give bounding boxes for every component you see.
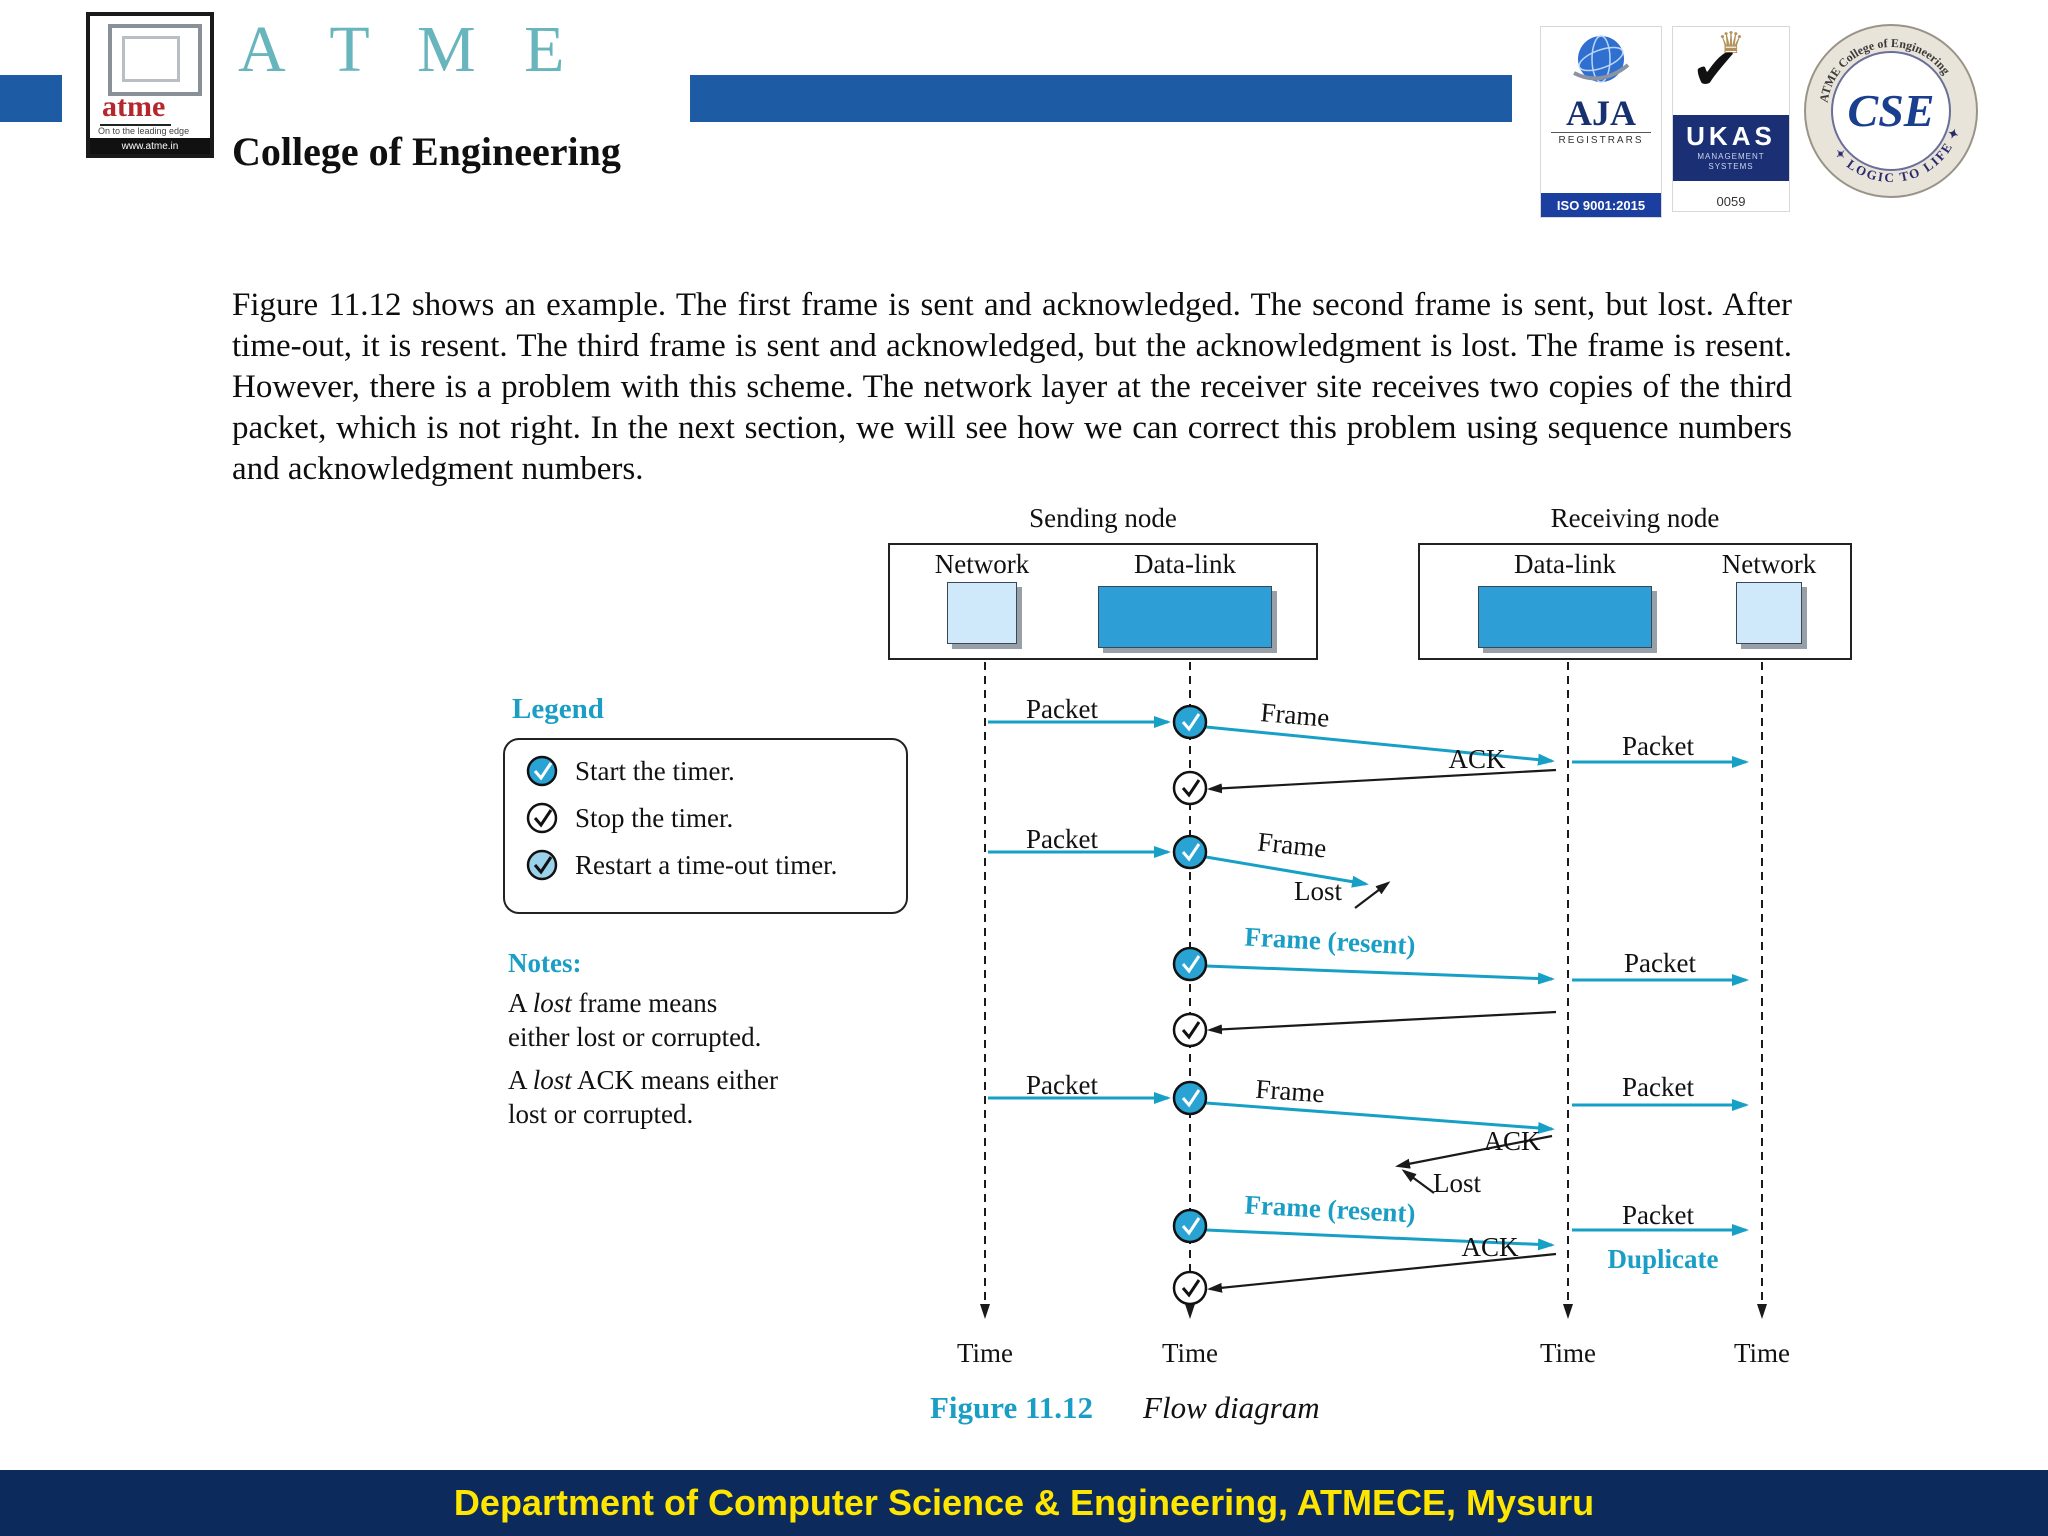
atme-logo-inner-square-icon [122, 36, 180, 82]
recv-network-layer-box [1736, 582, 1802, 644]
timer-stop-icon [1172, 1270, 1208, 1306]
legend-item: Stop the timer. [525, 801, 906, 835]
ukas-subtitle-2: SYSTEMS [1708, 162, 1754, 171]
atme-logo-tagline: On to the leading edge [98, 126, 190, 136]
footer-bar: Department of Computer Science & Enginee… [0, 1470, 2048, 1536]
timer-restart-icon [526, 849, 558, 881]
recv-datalink-layer-box [1478, 586, 1652, 648]
ukas-name: UKAS [1686, 121, 1776, 151]
recv-network-label: Network [1721, 549, 1817, 579]
timer-stop-icon [1172, 1012, 1208, 1048]
figure-title: Flow diagram [1143, 1390, 1320, 1425]
timer-restart-icon [1172, 1208, 1208, 1244]
packet-label: Packet [1026, 824, 1098, 854]
time-label: Time [1733, 1338, 1791, 1368]
timer-start-icon [1172, 1080, 1208, 1116]
ack-arrow [1207, 1010, 1557, 1035]
frame-resent-arrow [1205, 964, 1555, 985]
legend-title: Legend [512, 693, 604, 725]
ack-label: ACK [1461, 1232, 1519, 1262]
college-name: College of Engineering [232, 129, 621, 174]
duplicate-label: Duplicate [1607, 1244, 1719, 1274]
packet-label: Packet [1622, 731, 1694, 761]
legend-item-label: Restart a time-out timer. [575, 849, 838, 880]
aja-name: AJA [1566, 93, 1636, 133]
send-network-layer-box [947, 582, 1017, 644]
timer-stop-icon [526, 802, 558, 834]
aja-subtitle: REGISTRARS [1551, 132, 1651, 146]
frame-label: Frame [1256, 826, 1328, 864]
time-label: Time [1539, 1338, 1597, 1368]
lost-marker-icon [1401, 1169, 1435, 1194]
footer-text: Department of Computer Science & Enginee… [453, 1482, 1595, 1523]
figure-caption: Figure 11.12 Flow diagram [930, 1390, 1320, 1426]
packet-label: Packet [1624, 948, 1696, 978]
notes-block: Notes: A lost frame means either lost or… [508, 946, 778, 1131]
body-paragraph: Figure 11.12 shows an example. The first… [232, 287, 1792, 487]
send-datalink-layer-box [1098, 586, 1272, 648]
packet-label: Packet [1026, 694, 1098, 724]
timer-start-icon [526, 755, 558, 787]
legend-item: Restart a time-out timer. [525, 848, 906, 882]
ukas-navy-block: UKAS MANAGEMENT SYSTEMS [1673, 115, 1789, 181]
ukas-code: 0059 [1716, 194, 1746, 209]
timer-start-icon [1172, 834, 1208, 870]
notes-line: either lost or corrupted. [508, 1022, 762, 1052]
frame-label: Frame [1259, 697, 1331, 733]
sending-node-box [888, 543, 1318, 660]
ack-label: ACK [1448, 744, 1506, 774]
receiving-node-label: Receiving node [1550, 503, 1720, 533]
frame-resent-label: Frame (resent) [1243, 1189, 1417, 1229]
checkmark-icon: ✔ [1691, 37, 1740, 102]
ukas-subtitle-1: MANAGEMENT [1697, 152, 1765, 161]
notes-line: A lost frame means [508, 988, 718, 1018]
cse-round-logo: ATME College of Engineering ✦ LOGIC TO L… [1804, 24, 1978, 198]
frame-label: Frame [1254, 1073, 1326, 1109]
aja-iso-strip: ISO 9001:2015 [1541, 193, 1661, 217]
packet-label: Packet [1622, 1200, 1694, 1230]
time-label: Time [956, 1338, 1014, 1368]
lost-marker-icon [1354, 881, 1391, 909]
packet-frame-arrows [988, 716, 1749, 1251]
notes-title: Notes: [508, 948, 582, 978]
ack-label: ACK [1483, 1126, 1541, 1156]
figure-number: Figure 11.12 [930, 1390, 1094, 1425]
crown-icon: ♛ [1717, 27, 1745, 60]
ukas-logo: ♛ ✔ UKAS MANAGEMENT SYSTEMS 0059 [1672, 26, 1790, 212]
legend-item-label: Stop the timer. [575, 802, 734, 833]
packet-label: Packet [1622, 1072, 1694, 1102]
legend-item-label: Start the timer. [575, 755, 735, 786]
lost-label: Lost [1293, 876, 1343, 906]
legend-item: Start the timer. [525, 754, 906, 788]
timer-stop-icon [1172, 770, 1208, 806]
legend-box: Start the timer. Stop the timer. Restart… [503, 738, 908, 914]
atme-wordmark: A T M E [238, 13, 581, 86]
notes-line: A lost ACK means either [508, 1065, 778, 1095]
timer-restart-icon [1172, 946, 1208, 982]
time-label: Time [1161, 1338, 1219, 1368]
timer-start-icon [1172, 704, 1208, 740]
frame-resent-label: Frame (resent) [1243, 921, 1417, 961]
lost-label: Lost [1432, 1168, 1482, 1198]
aja-globe-icon [1573, 35, 1630, 83]
packet-label: Packet [1026, 1070, 1098, 1100]
atme-logo-square-icon [108, 24, 202, 96]
aja-registrars-logo: AJA REGISTRARS ISO 9001:2015 [1540, 26, 1662, 218]
send-network-label: Network [934, 549, 1030, 579]
atme-logo-word: atme [100, 90, 172, 126]
atme-logo-url: www.atme.in [90, 138, 210, 154]
recv-datalink-label: Data-link [1514, 549, 1616, 579]
sending-node-label: Sending node [1029, 503, 1177, 533]
receiving-node-box [1418, 543, 1852, 660]
timer-icons [1172, 704, 1208, 1306]
cse-monogram: CSE [1848, 85, 1935, 136]
send-datalink-label: Data-link [1134, 549, 1236, 579]
notes-line: lost or corrupted. [508, 1099, 694, 1129]
atme-logo: atme On to the leading edge www.atme.in [86, 12, 214, 158]
